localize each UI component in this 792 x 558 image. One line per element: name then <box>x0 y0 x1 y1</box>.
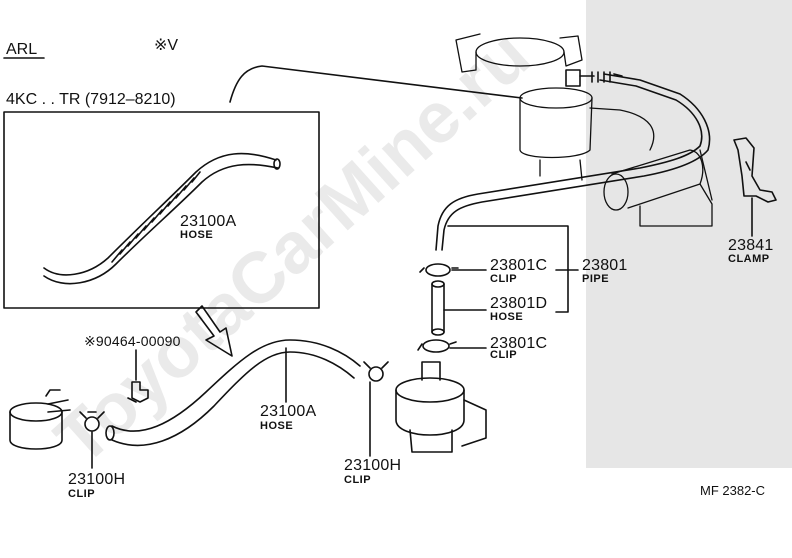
clip-c-top-number: 23801C <box>490 257 548 274</box>
inset-part-number: 23100A <box>180 213 237 230</box>
note-mark-label: ※V <box>154 37 179 54</box>
clip-c-bot-number: 23801C <box>490 335 548 352</box>
model-label: ARL <box>6 41 38 58</box>
inset-part-name: HOSE <box>180 229 214 241</box>
pointer-arrow <box>195 305 233 357</box>
hose-d-name: HOSE <box>490 311 524 323</box>
range-leader <box>229 65 523 103</box>
hose-main-name: HOSE <box>260 420 294 432</box>
bolt-label: ※90464-00090 <box>84 333 181 349</box>
clamp-name: CLAMP <box>728 253 770 265</box>
main-hose <box>105 339 361 447</box>
pipe-fitting <box>565 69 623 87</box>
clip-c-top <box>419 263 459 277</box>
inset-hose <box>43 152 281 285</box>
hose-d-number: 23801D <box>490 295 548 312</box>
clip-mid-number: 23100H <box>344 457 402 474</box>
clip-left-name: CLIP <box>68 488 96 500</box>
vertical-hose <box>431 280 445 336</box>
fuel-filter <box>9 389 71 450</box>
clip-left-number: 23100H <box>68 471 126 488</box>
figure-code: MF 2382-C <box>700 483 766 498</box>
clip-c-bot <box>417 339 457 353</box>
clip-mid <box>363 361 389 382</box>
background-panel <box>586 0 792 468</box>
pipe-23801 <box>435 73 711 251</box>
clip-left <box>79 411 105 432</box>
engine-outline <box>455 33 713 227</box>
clip-c-bot-name: CLIP <box>490 349 518 361</box>
pipe-number: 23801 <box>582 257 628 274</box>
clip-c-top-name: CLIP <box>490 273 518 285</box>
valve-assembly <box>395 361 487 453</box>
inset-frame <box>3 111 320 309</box>
hose-main-number: 23100A <box>260 403 317 420</box>
clamp-23841 <box>733 137 777 203</box>
bolt-part <box>127 381 149 403</box>
clip-mid-name: CLIP <box>344 474 372 486</box>
pipe-name: PIPE <box>582 273 610 285</box>
pipe-bracket <box>447 225 579 313</box>
range-label: 4KC . . TR (7912–8210) <box>6 91 176 108</box>
clamp-number: 23841 <box>728 237 774 254</box>
